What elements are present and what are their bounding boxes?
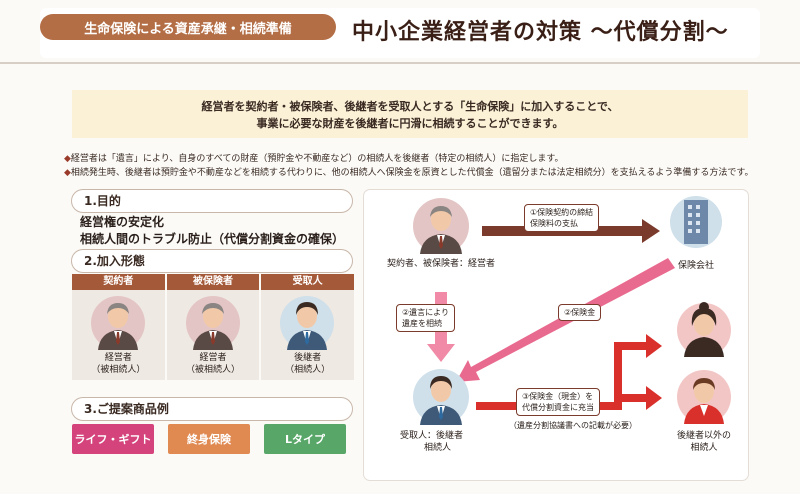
bullet-item: ◆経営者は「遺言」により、自身のすべての財産（預貯金や不動産など）の相続人を後継… [64,152,784,166]
header-beneficiary: 受取人 [261,274,355,290]
section-title-purpose: 1.目的 [72,190,352,212]
manager-avatar-icon [91,296,145,350]
header-insured: 被保険者 [166,274,260,290]
manager-label: 契約者、被保険者：経営者 [386,259,495,269]
arrow-compensation [476,334,662,410]
manager-avatar-icon [413,198,469,254]
join-cell-text: 経営者 （被相続人） [91,353,146,375]
manager-avatar-icon [185,296,240,350]
successor-avatar-icon [280,296,335,350]
step-will-tag: ②遺言により 遺産を相続 [396,304,456,332]
header-divider [0,62,800,64]
diamond-icon: ◆ [64,154,71,164]
bullet-list: ◆経営者は「遺言」により、自身のすべての財産（預貯金や不動産など）の相続人を後継… [64,152,784,180]
intro-line-1: 経営者を契約者・被保険者、後継者を受取人とする「生命保険」に加入することで、 [201,100,619,113]
section-title-join: 2.加入形態 [72,250,352,272]
bullet-item: ◆相続発生時、後継者は預貯金や不動産などを相続する代わりに、他の相続人へ保険金を… [64,166,784,180]
page-title: 中小企業経営者の対策 ～代償分割～ [352,20,729,45]
join-cell-beneficiary: 後継者 （相続人） [261,290,355,380]
product-life-gift: ライフ・ギフト [72,424,154,454]
product-l-type: Lタイプ [264,424,346,454]
join-cell-text: 後継者 （相続人） [285,353,331,375]
join-cell-insured: 経営者 （被相続人） [166,290,260,380]
other-heirs-label: 後継者以外の 相続人 [676,431,731,453]
intro-box: 経営者を契約者・被保険者、後継者を受取人とする「生命保険」に加入することで、 事… [72,90,748,138]
bullet-text: 相続発生時、後継者は預貯金や不動産などを相続する代わりに、他の相続人へ保険金を原… [70,168,754,178]
agreement-note: （遺産分割協議書への記載が必要） [509,421,637,430]
intro-line-2: 事業に必要な財産を後継者に円滑に相続することができます。 [256,117,564,130]
insurer-label: 保険会社 [677,261,714,271]
purpose-item: 相続人間のトラブル防止（代償分割資金の確保） [80,232,345,246]
product-whole-life: 終身保険 [168,424,250,454]
successor-avatar-icon [413,369,469,425]
purpose-list: 経営権の安定化 相続人間のトラブル防止（代償分割資金の確保） [80,214,344,248]
heir-avatar-icon [677,370,731,424]
header-badge: 生命保険による資産承継・相続準備 [40,14,336,40]
bullet-text: 経営者は「遺言」により、自身のすべての財産（預貯金や不動産など）の相続人を後継者… [70,154,564,164]
building-icon [670,196,722,248]
join-table-body: 経営者 （被相続人） 経営者 （被相続人） 後継者 （相続人） [72,290,355,380]
heir-avatar-icon [677,302,731,357]
purpose-item: 経営権の安定化 [80,215,165,229]
section-title-products: 3.ご提案商品例 [72,398,352,420]
diamond-icon: ◆ [64,168,71,178]
step-payout-tag: ②保険金 [558,304,602,321]
join-cell-text: 経営者 （被相続人） [186,353,241,375]
successor-label: 受取人：後継者 相続人 [400,431,464,453]
header-contractor: 契約者 [72,274,165,290]
step-compensation-tag: ③保険金（現金）を 代償分割資金に充当 [516,388,600,416]
step-premium-tag: ①保険契約の締結 保険料の支払 [524,204,600,232]
join-table-header: 契約者 被保険者 受取人 [72,274,355,290]
join-cell-contractor: 経営者 （被相続人） [72,290,165,380]
